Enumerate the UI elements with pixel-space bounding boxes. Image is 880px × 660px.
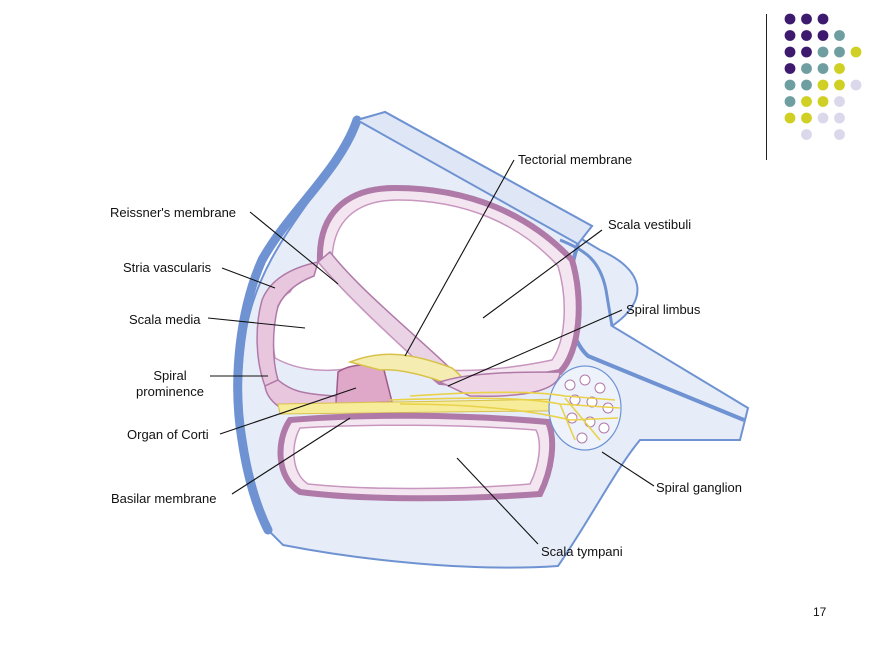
decorative-dot	[834, 112, 845, 124]
label-tectorial-membrane: Tectorial membrane	[518, 152, 633, 167]
scala-tympani-space	[293, 424, 541, 490]
decorative-dot	[817, 46, 829, 58]
decorative-dot	[834, 46, 845, 58]
decorative-dot	[817, 63, 829, 74]
decorative-dot	[817, 96, 829, 107]
decorative-dot	[817, 13, 829, 25]
label-scala-media: Scala media	[129, 312, 201, 327]
label-spiral-ganglion: Spiral ganglion	[656, 480, 743, 495]
stria-vascularis-band	[256, 261, 320, 388]
decorative-dot	[817, 79, 829, 91]
decorative-dot	[801, 46, 812, 58]
decorative-dot	[817, 112, 829, 124]
label-spiral-limbus: Spiral limbus	[626, 302, 701, 317]
decorative-dot	[801, 112, 812, 124]
decorative-dot	[834, 79, 845, 91]
decorative-dot	[834, 129, 845, 140]
decorative-dot	[801, 13, 812, 25]
decorative-dot	[784, 63, 796, 74]
decorative-dot	[850, 46, 862, 58]
decorative-dot	[801, 96, 812, 107]
decorative-dot	[784, 79, 796, 91]
organ-of-corti-body	[335, 364, 393, 405]
decorative-dot	[834, 63, 845, 74]
decorative-dot	[817, 30, 829, 41]
decorative-vertical-rule	[766, 14, 767, 160]
label-stria-vascularis: Stria vascularis	[123, 260, 212, 275]
decorative-dot	[801, 79, 812, 91]
leader-lines	[207, 159, 655, 545]
label-spiral-prominence-line2: prominence	[136, 384, 204, 399]
decorative-dot	[801, 30, 812, 41]
decorative-dot	[784, 13, 796, 25]
decorative-dot	[834, 96, 845, 107]
page-number: 17	[813, 605, 827, 619]
decorative-dot	[784, 96, 796, 107]
label-basilar-membrane: Basilar membrane	[111, 491, 217, 506]
outer-wall	[233, 115, 362, 535]
label-scala-vestibuli: Scala vestibuli	[608, 217, 692, 232]
spiral-prominence-band	[264, 379, 337, 407]
decorative-dot	[784, 30, 796, 41]
decorative-dot	[801, 129, 812, 140]
decorative-dot	[801, 63, 812, 74]
top-bony-plate	[354, 110, 594, 246]
label-organ-of-corti: Organ of Corti	[127, 427, 209, 442]
decorative-dot-grid	[784, 13, 862, 140]
decorative-dot	[850, 79, 862, 91]
spiral-ganglion-cluster	[548, 365, 622, 451]
cochlear-nerve-fibres	[389, 391, 621, 441]
decorative-dot	[784, 46, 796, 58]
modiolus-wall	[559, 238, 614, 327]
decorative-dot	[834, 30, 845, 41]
label-spiral-prominence-line1: Spiral	[153, 368, 187, 383]
label-scala-tympani: Scala tympani	[541, 544, 623, 559]
label-reissners-membrane: Reissner's membrane	[110, 205, 237, 220]
decorative-dot	[784, 112, 796, 124]
